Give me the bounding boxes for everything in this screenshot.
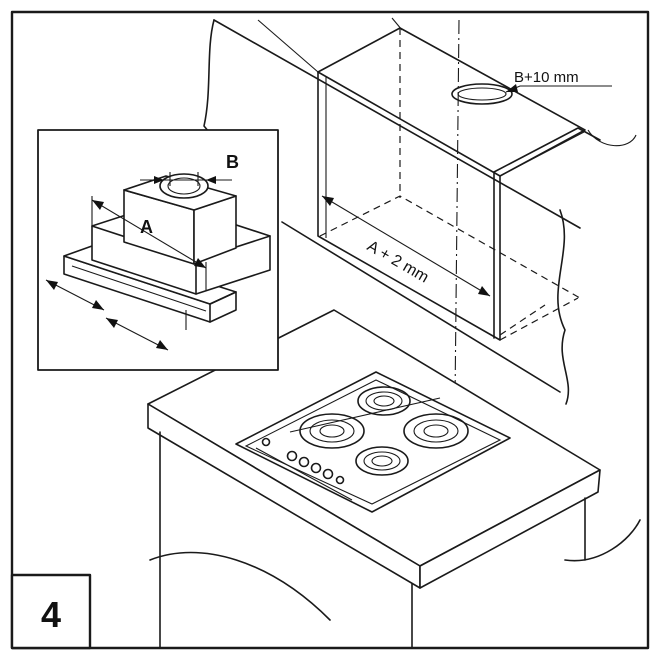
left-cabinet-top [317, 27, 586, 177]
hob-outline [235, 371, 511, 513]
inset-b-label: B [226, 152, 239, 172]
inset-a-label: A [140, 217, 153, 237]
duct-hole [451, 83, 513, 105]
width-dim-arrow-left [322, 196, 334, 206]
hidden-bottom [319, 195, 581, 299]
width-dim-line [321, 195, 491, 297]
step-number: 4 [41, 594, 61, 635]
step-box: 4 [10, 573, 92, 650]
hole-dimension: B+10 mm [505, 69, 612, 93]
ceiling-line [213, 19, 581, 229]
hob-division [289, 397, 441, 433]
burner-back [357, 386, 411, 416]
right-cabinet-side-curve [557, 209, 570, 405]
hole-dim-label: B+10 mm [514, 69, 579, 86]
hood-outlet-inner [167, 177, 201, 195]
wall-floor-line [281, 221, 561, 393]
hob-knobs [261, 437, 345, 485]
step-frame [10, 573, 92, 650]
b-dim-arrow-left [154, 176, 164, 184]
floor-curve-right [564, 519, 641, 562]
a-dim-ext [91, 196, 207, 290]
burner-right [403, 413, 469, 449]
burner-left [299, 413, 365, 449]
hob-panel-line [255, 447, 353, 501]
b-dim-arrow-right [206, 176, 216, 184]
wall-diag-1 [257, 19, 319, 73]
floor-curve-left [149, 551, 331, 621]
kitchen-island [147, 309, 641, 649]
hob [235, 371, 511, 513]
hidden-right [499, 297, 579, 341]
hob-inner [244, 379, 502, 505]
a-dim-line [91, 199, 207, 269]
left-cabinet [317, 27, 586, 341]
width-dim-arrow-right [478, 286, 490, 296]
a-dim-arrow-right [194, 258, 206, 268]
hood-rail-groove [71, 265, 207, 312]
center-line [454, 19, 460, 401]
right-cabinet [493, 127, 601, 405]
hidden-cabinet-base [499, 304, 546, 336]
a-dim-arrow-left [92, 200, 104, 210]
right-cabinet-top [493, 127, 601, 173]
left-cabinet-front [317, 71, 501, 341]
hole-dim-arrow [506, 84, 518, 92]
right-cabinet-inner [499, 131, 585, 177]
countertop-side [419, 469, 601, 589]
width-dimension: A + 2 mm [321, 195, 491, 297]
burner-front [355, 446, 409, 476]
hidden-edges [319, 28, 581, 341]
hood-inset: B A [37, 129, 279, 371]
hood-outlet-walls [169, 172, 199, 186]
outer-frame [10, 10, 650, 650]
hole-dim-leader [505, 85, 612, 93]
hood-rail-side [209, 291, 237, 323]
duct-hole-inner [457, 87, 507, 101]
